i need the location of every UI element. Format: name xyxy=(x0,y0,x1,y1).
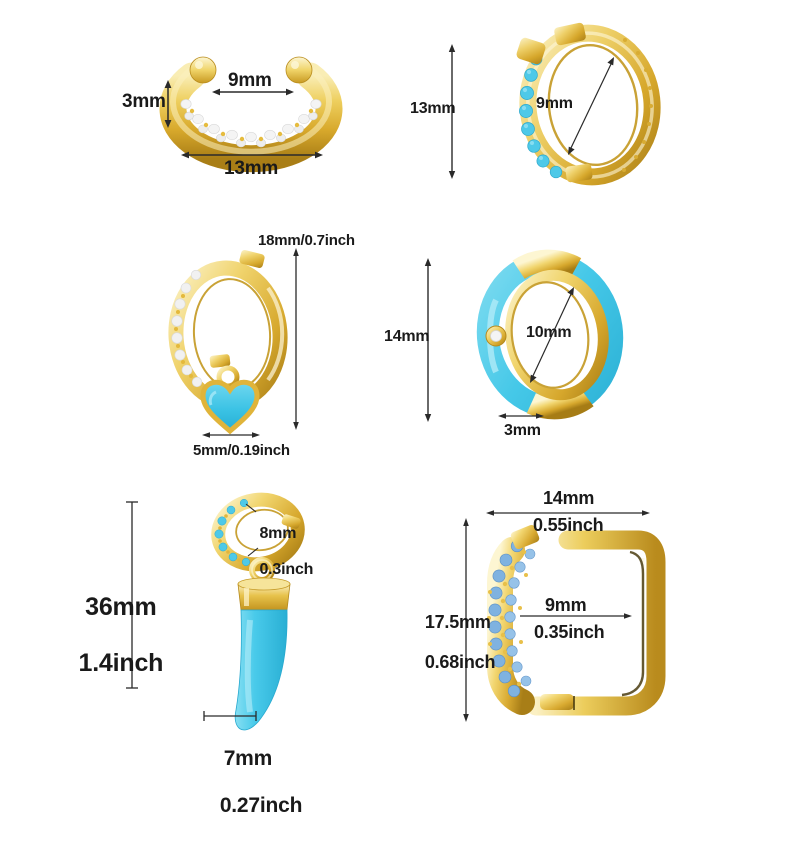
hinge-top-left xyxy=(510,524,540,550)
dimension-label-inner-diameter: 10mm xyxy=(526,324,572,341)
dimension-arrow-outer-width xyxy=(181,151,323,159)
hinge-bottom xyxy=(209,354,231,368)
square-hoop-outer-frame xyxy=(526,530,666,716)
dimension-arrow-total-length xyxy=(293,248,299,430)
cz-prongs xyxy=(174,294,193,378)
dimension-label-inner-diameter: 9mm xyxy=(536,95,573,112)
cz-stone-row-upper xyxy=(180,99,322,143)
hinge-top xyxy=(239,250,265,268)
huggie-hoop-opening xyxy=(236,509,288,551)
cz-stone-row xyxy=(171,269,203,388)
prong-beads xyxy=(189,108,314,142)
dimension-arrow-inner-diameter xyxy=(530,287,574,383)
dimension-label-inner-width: 9mm xyxy=(545,595,587,615)
dimension-arrow-inner-diameter xyxy=(568,57,614,155)
cuff-terminal-right xyxy=(285,56,313,84)
hoop-diameter-mm: 8mm xyxy=(259,524,297,542)
hinge-side xyxy=(516,37,546,65)
ear-cuff-illustration xyxy=(159,56,343,173)
dimension-label-horn-width: 7mm 0.27inch xyxy=(186,723,303,841)
cz-stone-row-lower xyxy=(184,111,318,148)
blue-cz-row-inner xyxy=(504,548,536,687)
dimension-arrow-total-length xyxy=(126,501,138,689)
latch-bottom xyxy=(540,694,574,710)
dimension-arrow-outer-diameter xyxy=(424,258,432,422)
dimension-arrow-band-width xyxy=(498,413,544,419)
dimension-arrow-horn-width xyxy=(203,711,257,721)
hoop-prongs xyxy=(218,514,241,562)
dimension-label-inner-width: 9mm xyxy=(228,70,272,91)
dimension-label-height: 3mm xyxy=(122,91,166,112)
heart-charm xyxy=(200,379,260,435)
dimension-label-outer-width: 14mm xyxy=(543,488,595,508)
square-hoop-illustration xyxy=(463,510,666,722)
dimension-label-outer-diameter: 14mm xyxy=(384,328,430,345)
horn-cap-top xyxy=(237,577,291,591)
total-length-mm: 36mm xyxy=(85,593,157,621)
cuff-band-highlight xyxy=(170,66,332,155)
frame-inner-shadow xyxy=(621,550,645,697)
gold-segment-top xyxy=(512,249,582,280)
outer-height-mm: 17.5mm xyxy=(424,612,491,633)
product-item-heart-charm-hoop: 18mm/0.7inch 5mm/0.19inch xyxy=(0,210,400,480)
hoop-opening xyxy=(511,282,589,388)
dimension-label-band-width: 3mm xyxy=(504,422,541,439)
outer-height-inch: 0.68inch xyxy=(424,652,496,673)
hoop-highlight xyxy=(266,286,285,382)
dimension-label-hoop-diameter: 8mm 0.3inch xyxy=(234,507,313,597)
horn-pendant-illustration xyxy=(126,492,305,731)
product-item-horn-pendant-earring: 8mm 0.3inch 36mm 1.4inch 7mm 0.27inch xyxy=(0,480,400,817)
enamel-hoop-illustration xyxy=(424,249,624,422)
dimension-arrow-heart-width xyxy=(202,432,260,438)
horn-pendant xyxy=(234,609,288,731)
dimension-label-heart-width: 5mm/0.19inch xyxy=(193,442,290,459)
hinge-top xyxy=(554,22,586,46)
hoop-turquoise-stones xyxy=(214,498,251,567)
rim-texture-dots xyxy=(622,38,653,172)
hinge-bottom xyxy=(565,163,593,183)
dimension-label-inner-width-inch: 0.35inch xyxy=(534,622,605,642)
dimension-label-total-length: 36mm 1.4inch xyxy=(38,565,163,705)
dimension-label-outer-width: 13mm xyxy=(224,158,279,179)
gold-segment-bottom xyxy=(526,388,594,420)
bezel-cz-stone xyxy=(490,330,502,342)
dimension-arrow-inner-width xyxy=(212,88,294,96)
dimension-label-outer-width-inch: 0.55inch xyxy=(533,515,604,535)
hoop-opening-edge xyxy=(547,43,639,167)
dimension-label-outer-diameter: 13mm xyxy=(410,100,456,117)
product-item-enamel-turquoise-hoop: 14mm 10mm 3mm xyxy=(384,210,800,480)
dimension-arrow-outer-height xyxy=(463,518,469,722)
pave-prong-dots xyxy=(487,549,528,687)
hinge xyxy=(281,514,301,529)
heart-charm-hoop-illustration xyxy=(168,248,299,438)
dimension-arrow-outer-width xyxy=(486,510,650,516)
dimension-arrow-hoop-diameter xyxy=(245,503,259,557)
product-item-ear-cuff-clear-cz: 3mm 9mm 13mm xyxy=(0,0,400,210)
hoop-diameter-inch: 0.3inch xyxy=(259,560,314,578)
total-length-inch: 1.4inch xyxy=(78,649,164,677)
dimension-label-total-length: 18mm/0.7inch xyxy=(258,232,355,249)
product-size-chart: 3mm 9mm 13mm xyxy=(0,0,800,817)
horn-width-inch: 0.27inch xyxy=(219,793,303,817)
horn-highlight xyxy=(244,619,253,713)
hoop-opening-edge xyxy=(510,281,590,389)
product-item-square-pave-hoop: 14mm 0.55inch 17.5mm 0.68inch 9mm 0.35in… xyxy=(400,480,800,800)
blue-cz-row-outer xyxy=(488,539,524,698)
dimension-arrow-outer-diameter xyxy=(448,44,456,179)
turquoise-huggie-illustration xyxy=(448,22,661,186)
horn-width-mm: 7mm xyxy=(223,746,273,770)
product-item-huggie-turquoise-cz: 13mm 9mm xyxy=(400,0,800,210)
dimension-arrow-height xyxy=(164,80,172,128)
hoop-opening xyxy=(548,45,638,165)
dimension-label-outer-height: 17.5mm 0.68inch xyxy=(396,592,496,693)
heart-highlight xyxy=(208,390,217,406)
cuff-terminal-left xyxy=(189,56,217,84)
dimension-arrow-inner-width xyxy=(520,613,632,619)
